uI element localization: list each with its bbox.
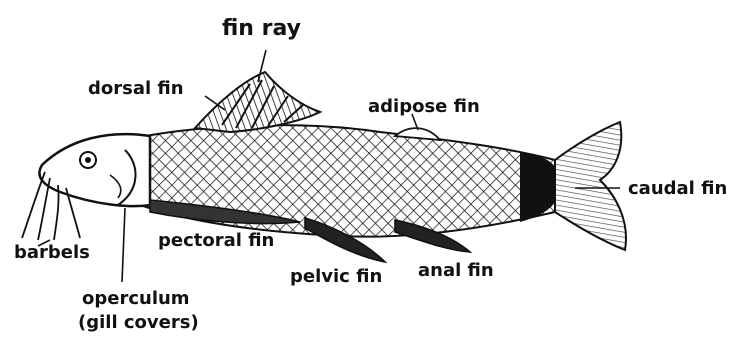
label-gill-covers: (gill covers) (78, 314, 199, 332)
label-pectoral-fin: pectoral fin (158, 232, 274, 250)
label-anal-fin: anal fin (418, 262, 494, 280)
label-fin-ray: fin ray (222, 18, 301, 40)
fish-head (39, 134, 150, 206)
label-pelvic-fin: pelvic fin (290, 268, 382, 286)
label-adipose-fin: adipose fin (368, 98, 480, 116)
label-operculum: operculum (82, 290, 190, 308)
label-dorsal-fin: dorsal fin (88, 80, 184, 98)
label-barbels: barbels (14, 244, 90, 262)
label-caudal-fin: caudal fin (628, 180, 727, 198)
caudal-fin (555, 122, 626, 250)
